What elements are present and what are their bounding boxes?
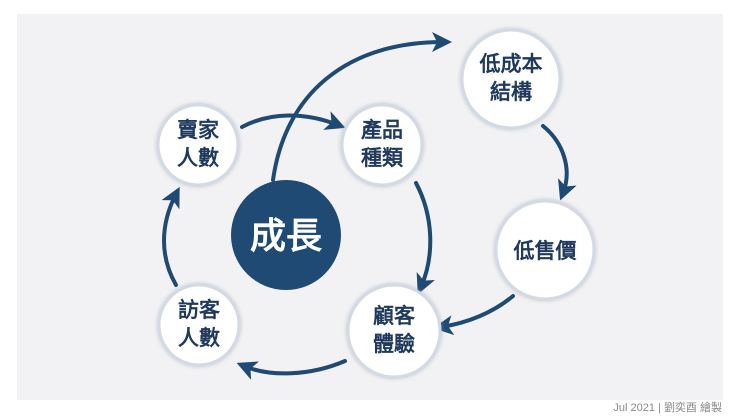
experience-label-line1: 顧客 bbox=[373, 304, 416, 328]
footer-credit: Jul 2021 | 劉奕酉 繪製 bbox=[613, 399, 722, 415]
visitors-label-line2: 人數 bbox=[178, 326, 220, 350]
node-low-price: 低售價 bbox=[494, 199, 596, 301]
sellers-label-line1: 賣家 bbox=[177, 118, 220, 142]
node-sellers: 賣家 人數 bbox=[156, 103, 240, 187]
node-visitors: 訪客 人數 bbox=[157, 283, 241, 367]
arrow-products-to-experience bbox=[414, 181, 435, 295]
arrow-lowprice-to-experience bbox=[433, 294, 515, 336]
arrow-growth-to-lowcost bbox=[271, 32, 452, 182]
arrow-sellers-to-products bbox=[240, 111, 346, 130]
lowcost-label-line1: 低成本 bbox=[479, 52, 543, 76]
footer-date: Jul 2021 bbox=[613, 402, 655, 414]
products-label-line1: 產品 bbox=[361, 118, 403, 142]
growth-label: 成長 bbox=[250, 216, 323, 257]
footer-separator: | bbox=[658, 402, 661, 414]
node-products: 產品 種類 bbox=[340, 103, 424, 187]
lowprice-label: 低售價 bbox=[513, 239, 578, 263]
node-customer-experience: 顧客 體驗 bbox=[346, 283, 442, 379]
visitors-label-line1: 訪客 bbox=[178, 298, 221, 322]
arrow-experience-to-visitors bbox=[236, 359, 347, 380]
lowcost-label-line2: 結構 bbox=[490, 80, 532, 104]
experience-label-line2: 體驗 bbox=[373, 332, 415, 356]
products-label-line2: 種類 bbox=[361, 146, 404, 170]
sellers-label-line2: 人數 bbox=[177, 146, 219, 170]
arrow-visitors-to-sellers bbox=[161, 186, 180, 287]
arrow-lowcost-to-lowprice bbox=[541, 124, 577, 201]
node-low-cost-structure: 低成本 結構 bbox=[460, 28, 562, 130]
footer-author: 劉奕酉 繪製 bbox=[663, 402, 722, 414]
growth-circle bbox=[231, 180, 341, 290]
